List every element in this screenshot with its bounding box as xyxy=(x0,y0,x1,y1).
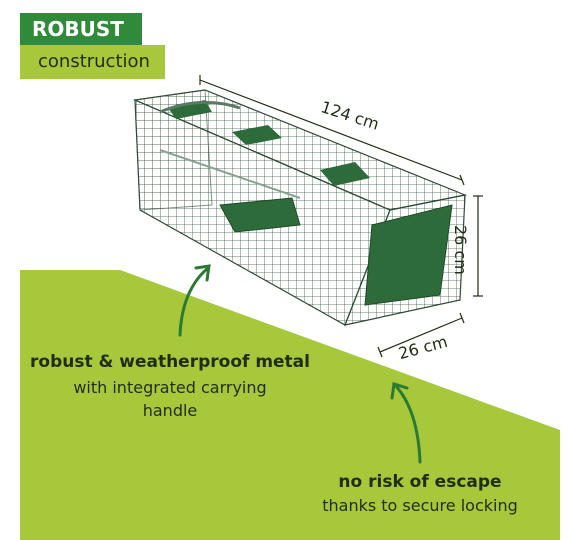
door-plate xyxy=(364,204,453,306)
escape-feature-title: no risk of escape xyxy=(338,472,502,492)
arrow-up-icon xyxy=(178,266,210,337)
robust-badge: ROBUST xyxy=(20,13,142,45)
pointer-arrows xyxy=(178,264,422,464)
dimension-lines xyxy=(199,75,483,358)
arrow-up-icon-2 xyxy=(393,383,422,464)
carrying-handle xyxy=(159,100,241,114)
metal-feature-line1: with integrated carrying xyxy=(73,378,267,397)
escape-feature-line: thanks to secure locking xyxy=(322,496,518,515)
construction-badge: construction xyxy=(20,45,165,79)
lime-slope xyxy=(20,270,560,540)
metal-feature-line2: handle xyxy=(142,401,198,420)
metal-feature-title: robust & weatherproof metal xyxy=(30,352,310,372)
trigger-plate xyxy=(219,197,301,233)
height-label: 26 cm xyxy=(451,225,470,275)
trap-cage xyxy=(132,89,468,326)
